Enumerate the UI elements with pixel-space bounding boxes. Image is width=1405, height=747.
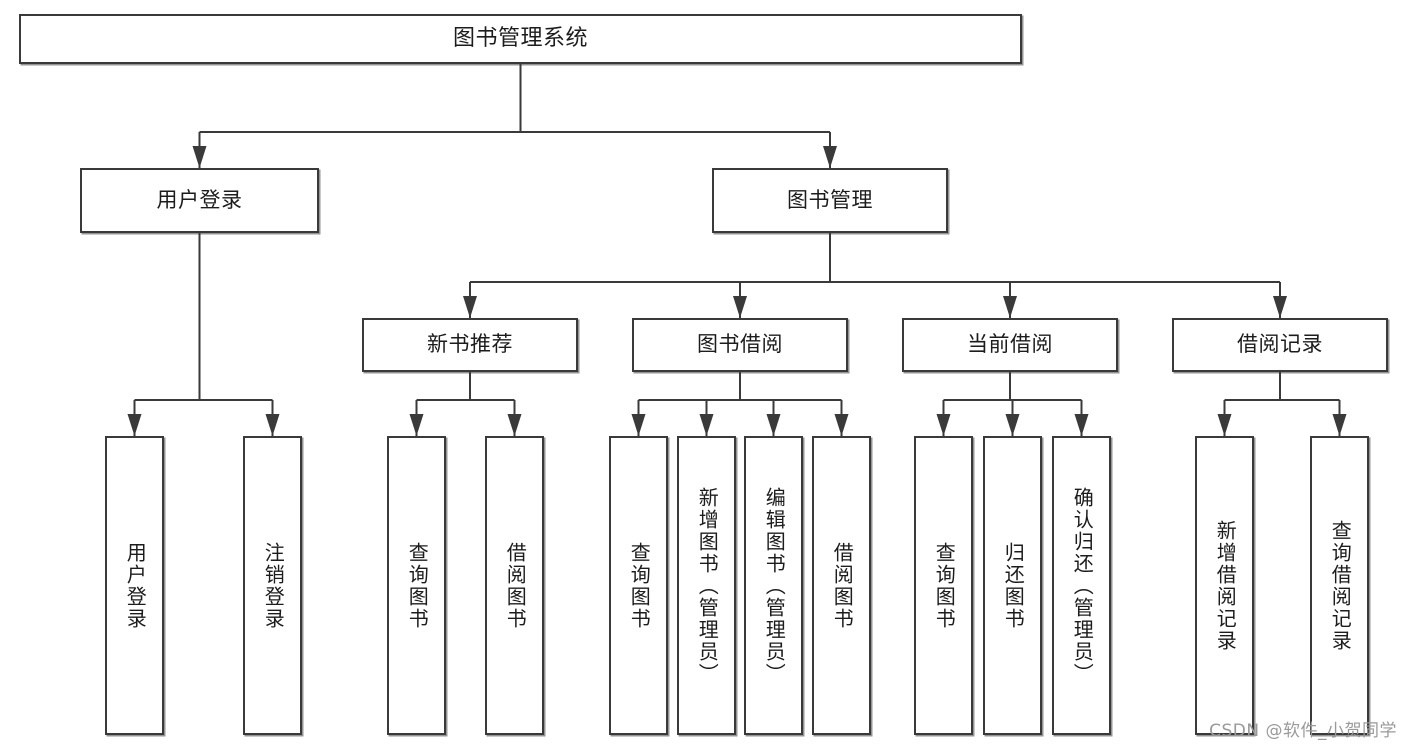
node-leaf-query-book-2[interactable]: 查询图书 [609,436,668,735]
node-leaf-logout-login[interactable]: 注销登录 [243,436,302,735]
node-leaf-query-borrow-record[interactable]: 查询借阅记录 [1310,436,1369,735]
node-root[interactable]: 图书管理系统 [19,14,1022,64]
node-label-leaf-borrow-book-2: 借阅图书 [830,541,855,630]
node-borrow-record[interactable]: 借阅记录 [1172,318,1388,372]
node-label-leaf-user-login: 用户登录 [123,541,148,630]
node-label-borrow-record: 借阅记录 [1237,332,1323,357]
node-label-leaf-add-book-admin: 新增图书（管理员） [695,486,720,685]
node-leaf-return-book[interactable]: 归还图书 [983,436,1042,735]
node-leaf-query-book-1[interactable]: 查询图书 [387,436,446,735]
node-leaf-borrow-book-1[interactable]: 借阅图书 [485,436,544,735]
node-new-book-recommend[interactable]: 新书推荐 [362,318,578,372]
node-label-new-book-recommend: 新书推荐 [427,332,513,357]
node-leaf-user-login[interactable]: 用户登录 [105,436,164,735]
node-leaf-add-borrow-record[interactable]: 新增借阅记录 [1195,436,1254,735]
node-user-login[interactable]: 用户登录 [80,168,319,233]
node-label-leaf-return-book: 归还图书 [1001,541,1026,630]
node-leaf-edit-book-admin[interactable]: 编辑图书（管理员） [744,436,803,735]
node-label-leaf-query-book-2: 查询图书 [627,541,652,630]
node-label-leaf-query-book-3: 查询图书 [932,541,957,630]
node-book-management[interactable]: 图书管理 [712,168,948,233]
node-leaf-confirm-return-admin[interactable]: 确认归还（管理员） [1052,436,1111,735]
node-label-root: 图书管理系统 [452,25,588,51]
node-label-current-borrow: 当前借阅 [967,332,1053,357]
node-label-leaf-edit-book-admin: 编辑图书（管理员） [762,486,787,685]
node-label-book-borrow: 图书借阅 [697,332,783,357]
node-leaf-borrow-book-2[interactable]: 借阅图书 [812,436,871,735]
node-label-leaf-confirm-return-admin: 确认归还（管理员） [1070,486,1095,685]
node-label-leaf-logout-login: 注销登录 [261,541,286,630]
node-leaf-add-book-admin[interactable]: 新增图书（管理员） [677,436,736,735]
node-label-leaf-query-borrow-record: 查询借阅记录 [1328,519,1353,652]
node-label-leaf-borrow-book-1: 借阅图书 [503,541,528,630]
node-current-borrow[interactable]: 当前借阅 [902,318,1118,372]
node-book-borrow[interactable]: 图书借阅 [632,318,848,372]
watermark-text: CSDN @软件_小贺同学 [1209,721,1397,741]
node-label-leaf-query-book-1: 查询图书 [405,541,430,630]
node-label-book-management: 图书管理 [787,187,873,212]
node-label-user-login: 用户登录 [156,187,243,212]
node-label-leaf-add-borrow-record: 新增借阅记录 [1213,519,1238,652]
node-leaf-query-book-3[interactable]: 查询图书 [914,436,973,735]
